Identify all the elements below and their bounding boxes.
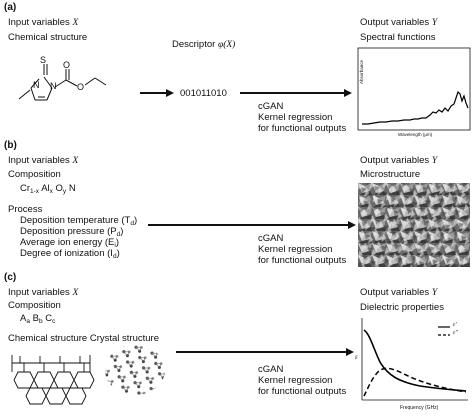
panel-c-input-title: Input variables X [8, 287, 78, 299]
panel-b-input-title: Input variables X [8, 155, 78, 167]
formula-c-sub: c [52, 318, 56, 325]
process-item-ionization: Degree of ionization (Id) [20, 248, 120, 260]
process-list: Deposition temperature (Td) Deposition p… [20, 215, 138, 260]
panel-c-method-2: Kernel regression [258, 375, 333, 386]
crystal-structure-drawing [105, 345, 165, 395]
process-item-pressure: Deposition pressure (Pd) [20, 226, 124, 238]
formula-b: B [32, 313, 39, 324]
formula-a-sub: a [26, 318, 30, 325]
crtalon-formula: Cr1-x Alx Oy N [20, 183, 76, 197]
panel-c-label: (c) [4, 272, 17, 283]
panel-a-method-3: for functional outputs [258, 123, 347, 134]
formula-cr: Cr [20, 183, 31, 194]
abc-formula: Aa Bb Cc [20, 313, 55, 327]
input-symbol: X [72, 288, 79, 298]
spectral-curve [362, 90, 469, 125]
legend-real-label: ε' [453, 322, 457, 328]
panel-c-method-3: for functional outputs [258, 386, 347, 397]
output-symbol: Y [431, 288, 438, 298]
panel-a-label: (a) [4, 2, 17, 13]
legend-imag-label: ε'' [453, 330, 458, 336]
panel-b-label: (b) [4, 140, 17, 151]
atom-n-left-label: N [33, 80, 40, 90]
panel-b-method-2: Kernel regression [258, 244, 333, 255]
output-variables-text: Output variables [360, 17, 430, 28]
input-variables-text: Input variables [8, 287, 70, 298]
output-symbol: Y [431, 18, 438, 28]
epsilon-real-curve [363, 329, 467, 392]
formula-b-sub: b [38, 318, 43, 325]
formula-c: C [45, 313, 53, 324]
process-item-ion-energy: Average ion energy (Ei) [20, 237, 119, 249]
panel-a-method-1: cGAN [258, 101, 284, 112]
atom-o-ester-label: O [77, 82, 85, 92]
descriptor-symbol: φ(X) [217, 40, 236, 50]
panel-a-input-title: Input variables X [8, 17, 78, 29]
dielectric-y-label: ε [355, 353, 358, 361]
process-item-temperature: Deposition temperature (Td) [20, 215, 138, 227]
spectral-plot-frame [357, 47, 471, 131]
panel-b-output-title: Output variables Y [360, 155, 437, 167]
descriptor-text: Descriptor [172, 39, 216, 50]
descriptor-bitstring: 001011010 [180, 88, 227, 99]
descriptor-title: Descriptor φ(X) [172, 39, 235, 51]
output-variables-text: Output variables [360, 155, 430, 166]
panel-b-method-3: for functional outputs [258, 255, 347, 266]
structure-label: Chemical structure Crystal structure [8, 333, 159, 344]
composition-label: Composition [8, 300, 61, 311]
dielectric-properties-label: Dielectric properties [360, 302, 444, 313]
formula-o-sub: y [62, 188, 67, 195]
input-symbol: X [72, 156, 79, 166]
panel-a-output-title: Output variables Y [360, 17, 437, 29]
chemical-structure-label: Chemical structure [8, 32, 88, 43]
formula-cr-sub: 1-x [30, 188, 40, 195]
input-variables-text: Input variables [8, 155, 70, 166]
atom-s-label: S [40, 55, 47, 65]
microstructure-image [358, 183, 470, 267]
output-variables-text: Output variables [360, 287, 430, 298]
input-variables-text: Input variables [8, 17, 70, 28]
input-symbol: X [72, 18, 79, 28]
composition-label: Composition [8, 169, 61, 180]
output-symbol: Y [431, 156, 438, 166]
formula-n: N [68, 183, 76, 194]
atom-n-right-label: N [50, 81, 57, 91]
panel-a-method-2: Kernel regression [258, 112, 333, 123]
spectral-x-label: Wavelength (μm) [398, 132, 433, 137]
epsilon-imag-curve [363, 367, 467, 397]
panel-c-output-title: Output variables Y [360, 287, 437, 299]
atom-o-carbonyl-label: O [63, 60, 71, 70]
formula-al-sub: x [49, 188, 53, 195]
dielectric-x-label: Frequency (GHz) [400, 405, 439, 411]
spectral-functions-label: Spectral functions [360, 32, 436, 43]
panel-c-method-1: cGAN [258, 364, 284, 375]
formula-a: A [20, 313, 27, 324]
formula-al: Al [41, 183, 50, 194]
formula-o: O [55, 183, 63, 194]
microstructure-label: Microstructure [360, 169, 421, 180]
process-label: Process [8, 204, 43, 215]
panel-b-method-1: cGAN [258, 233, 284, 244]
